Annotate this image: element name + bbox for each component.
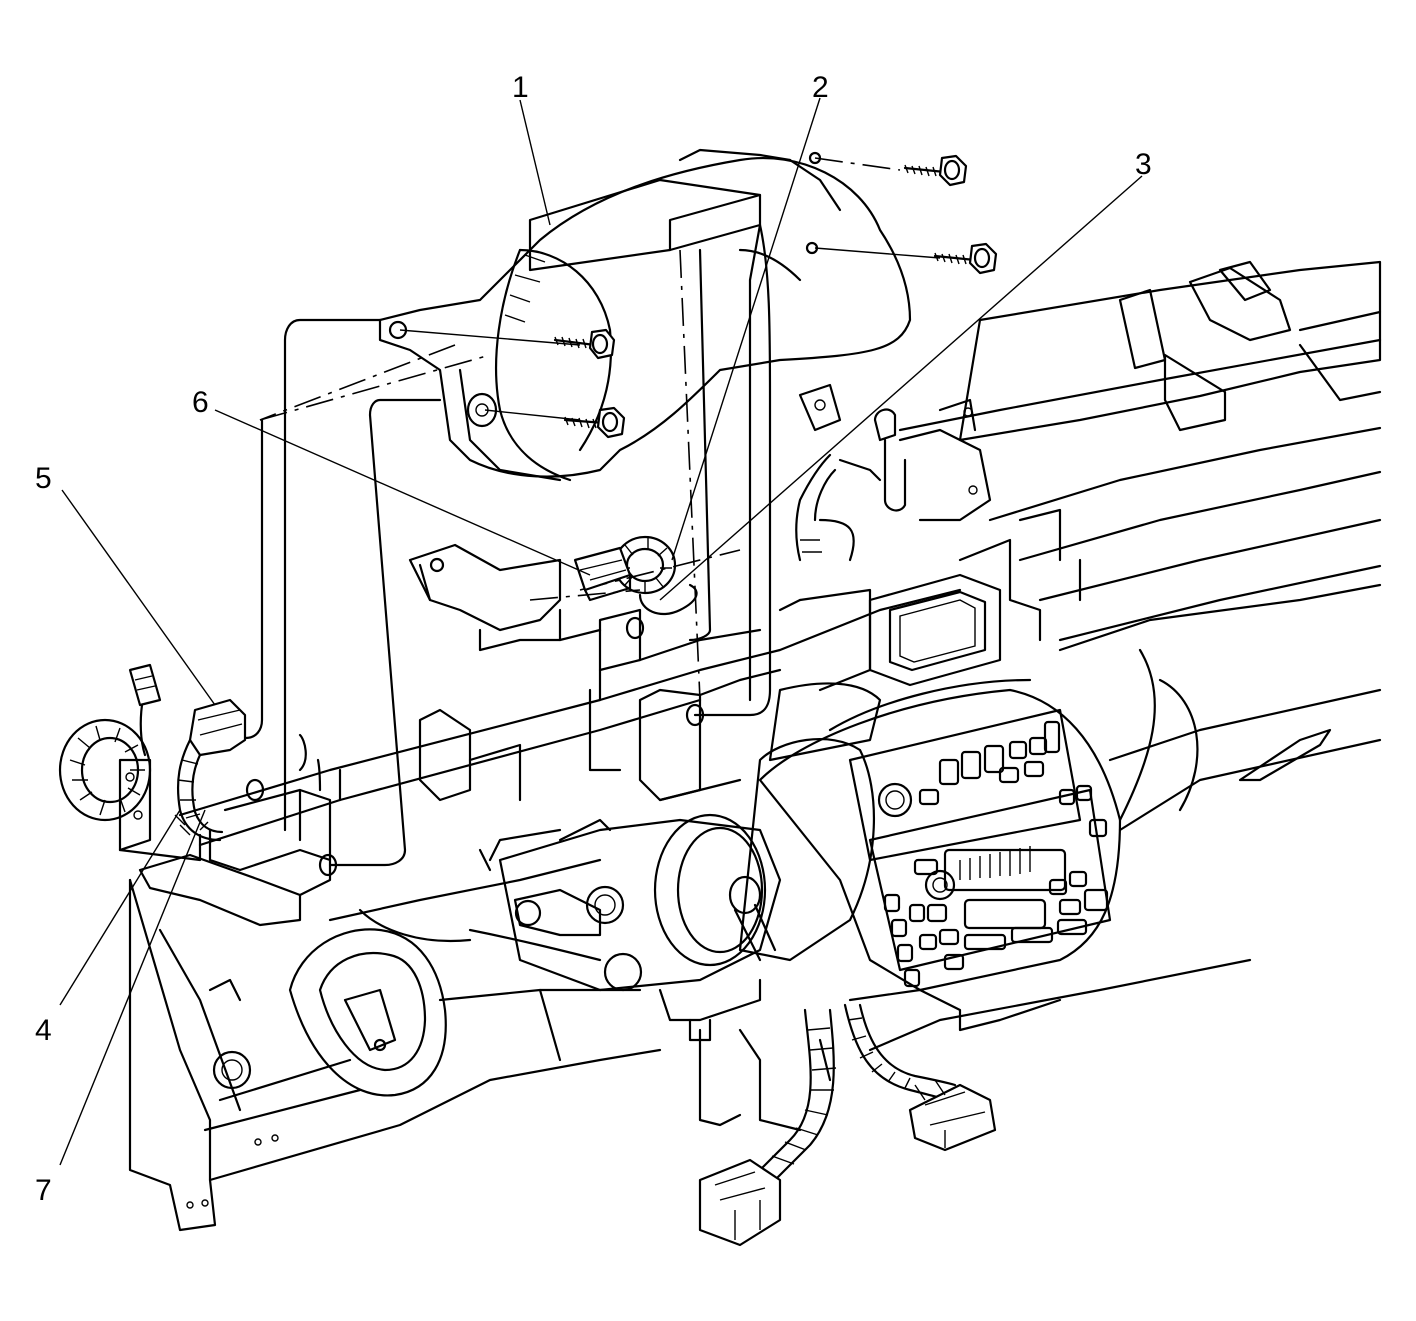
- cluster-carrier-part-1: [378, 148, 912, 482]
- screw-2: [563, 406, 626, 439]
- leader-4: [59, 809, 181, 1006]
- center-stack: [758, 678, 1122, 992]
- lower-dash-left: [128, 853, 662, 1232]
- cross-car-beam: [178, 543, 962, 897]
- leader-5: [61, 489, 216, 706]
- dash-right-end: [1058, 583, 1382, 832]
- leader-2: [671, 97, 821, 561]
- left-grommet: [58, 718, 152, 822]
- callout-leaders: [59, 97, 1143, 1166]
- callout-4: 4: [35, 1014, 52, 1047]
- leader-1: [519, 99, 551, 226]
- callout-labels: 1 2 3 4 5 6 7: [35, 71, 1152, 1207]
- instrument-panel-carrier: [898, 260, 1382, 642]
- steering-column: [478, 682, 882, 1127]
- leader-6: [214, 409, 591, 576]
- screw-3: [933, 242, 998, 275]
- climate-control-buttons: [877, 720, 1061, 818]
- upper-screws: [553, 154, 998, 439]
- callout-6: 6: [192, 386, 209, 419]
- callout-7: 7: [35, 1174, 52, 1207]
- radio-unit: [908, 784, 1109, 971]
- callout-2: 2: [812, 71, 829, 104]
- callout-5: 5: [35, 462, 52, 495]
- callout-3: 3: [1135, 148, 1152, 181]
- lower-tunnel: [738, 958, 1252, 1132]
- leader-7: [59, 809, 206, 1166]
- callout-1: 1: [512, 71, 529, 104]
- lower-wiring-harness: [698, 1003, 997, 1247]
- leader-3: [659, 175, 1143, 601]
- bulb-socket: [795, 383, 992, 562]
- screw-4: [903, 154, 968, 187]
- routing-lines: [228, 223, 772, 877]
- left-harness-assembly: [58, 663, 247, 862]
- lower-dash-front: [328, 858, 642, 1062]
- left-air-vent: [288, 928, 447, 1097]
- harness-connector-and-grommet: [573, 535, 698, 616]
- screw-1: [553, 328, 616, 360]
- center-duct-opening: [778, 538, 1042, 692]
- left-side-buttons: [883, 893, 921, 988]
